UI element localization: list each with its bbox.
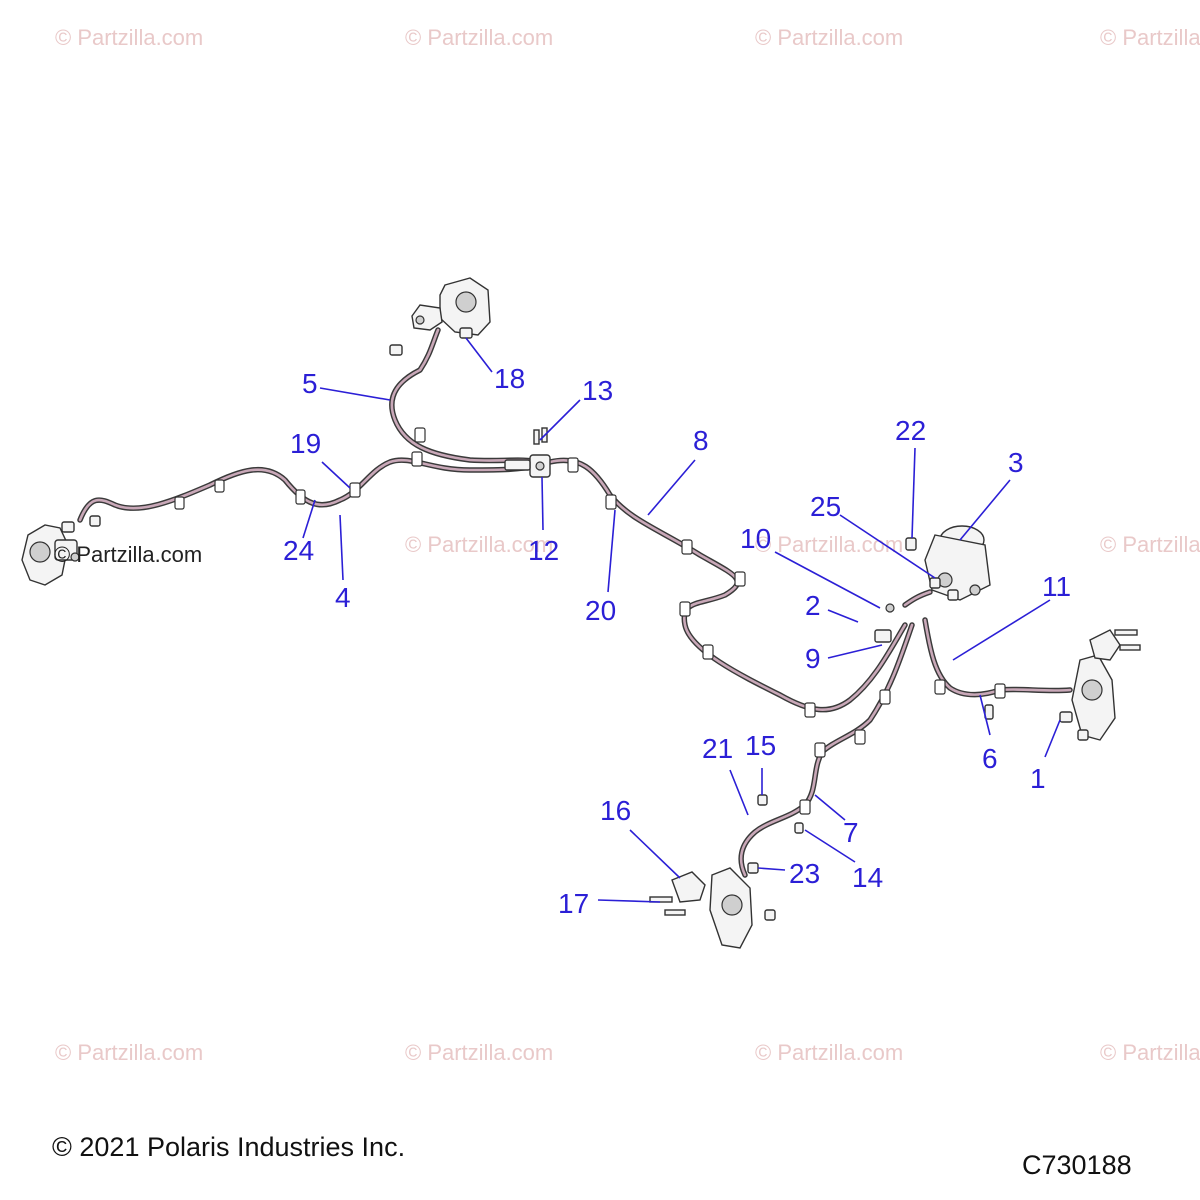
watermark: © Partzilla.com [1100,25,1200,50]
callout-22: 22 [895,415,926,446]
hose-clip [702,644,714,660]
callout-16: 16 [600,795,631,826]
watermark: © Partzilla.com [405,25,553,50]
hose-clips [174,427,1006,815]
watermark: © Partzilla.com [1100,1040,1200,1065]
callout-24: 24 [283,535,314,566]
callout-1: 1 [1030,763,1046,794]
callout-13: 13 [582,375,613,406]
junction-block [504,427,551,478]
watermark: © Partzilla.com [755,532,903,557]
drawing-id: C730188 [1022,1150,1132,1180]
callout-14: 14 [852,862,883,893]
right-front-caliper [984,629,1141,741]
callout-25: 25 [810,491,841,522]
callout-12: 12 [528,535,559,566]
watermark-layer: © Partzilla.com © Partzilla.com © Partzi… [55,25,1200,1065]
callout-15: 15 [745,730,776,761]
watermark: © Partzilla.com [405,1040,553,1065]
left-brake-caliper [21,515,101,586]
callout-3: 3 [1008,447,1024,478]
hose-clip [411,451,423,467]
hose-clip [295,489,306,505]
hose-clip [799,799,811,815]
hose-clip [681,539,693,555]
callout-9: 9 [805,643,821,674]
hose-clip [879,689,891,705]
hose-clip [605,494,617,510]
callout-labels: 1 2 3 4 5 6 7 8 9 10 11 12 13 14 15 16 1… [283,363,1071,919]
left-front-caliper [649,794,804,949]
callout-5: 5 [302,368,318,399]
rear-brake-caliper [389,277,491,356]
hose-clip [934,679,946,695]
hose-clip [214,479,225,493]
callout-19: 19 [290,428,321,459]
master-cylinder [874,525,991,643]
callout-18: 18 [494,363,525,394]
callout-11: 11 [1042,571,1071,602]
callout-23: 23 [789,858,820,889]
watermark: © Partzilla.com [405,532,553,557]
callout-leaders [302,337,1061,903]
callout-17: 17 [558,888,589,919]
hose-clip [854,729,866,745]
callout-4: 4 [335,582,351,613]
brake-line-8 [547,457,908,713]
hose-clip [349,482,361,498]
hose-clip [734,571,746,587]
callout-21: 21 [702,733,733,764]
brake-hoses [77,327,1073,878]
callout-10: 10 [740,523,771,554]
watermark: © Partzilla.com [55,25,203,50]
callout-2: 2 [805,590,821,621]
callout-20: 20 [585,595,616,626]
hose-clip [414,427,426,443]
watermark: © Partzilla.com [55,1040,203,1065]
watermark: © Partzilla.com [1100,532,1200,557]
watermark: © Partzilla.com [54,542,202,567]
hose-clip [994,683,1006,699]
callout-6: 6 [982,743,998,774]
hose-clip [679,601,691,617]
hose-clip [814,742,826,758]
watermark: © Partzilla.com [755,1040,903,1065]
copyright-text: © 2021 Polaris Industries Inc. [52,1132,406,1162]
hose-clip [174,496,185,510]
callout-7: 7 [843,817,859,848]
hose-clip [804,702,816,718]
watermark: © Partzilla.com [755,25,903,50]
hose-clip [567,457,579,473]
callout-8: 8 [693,425,709,456]
